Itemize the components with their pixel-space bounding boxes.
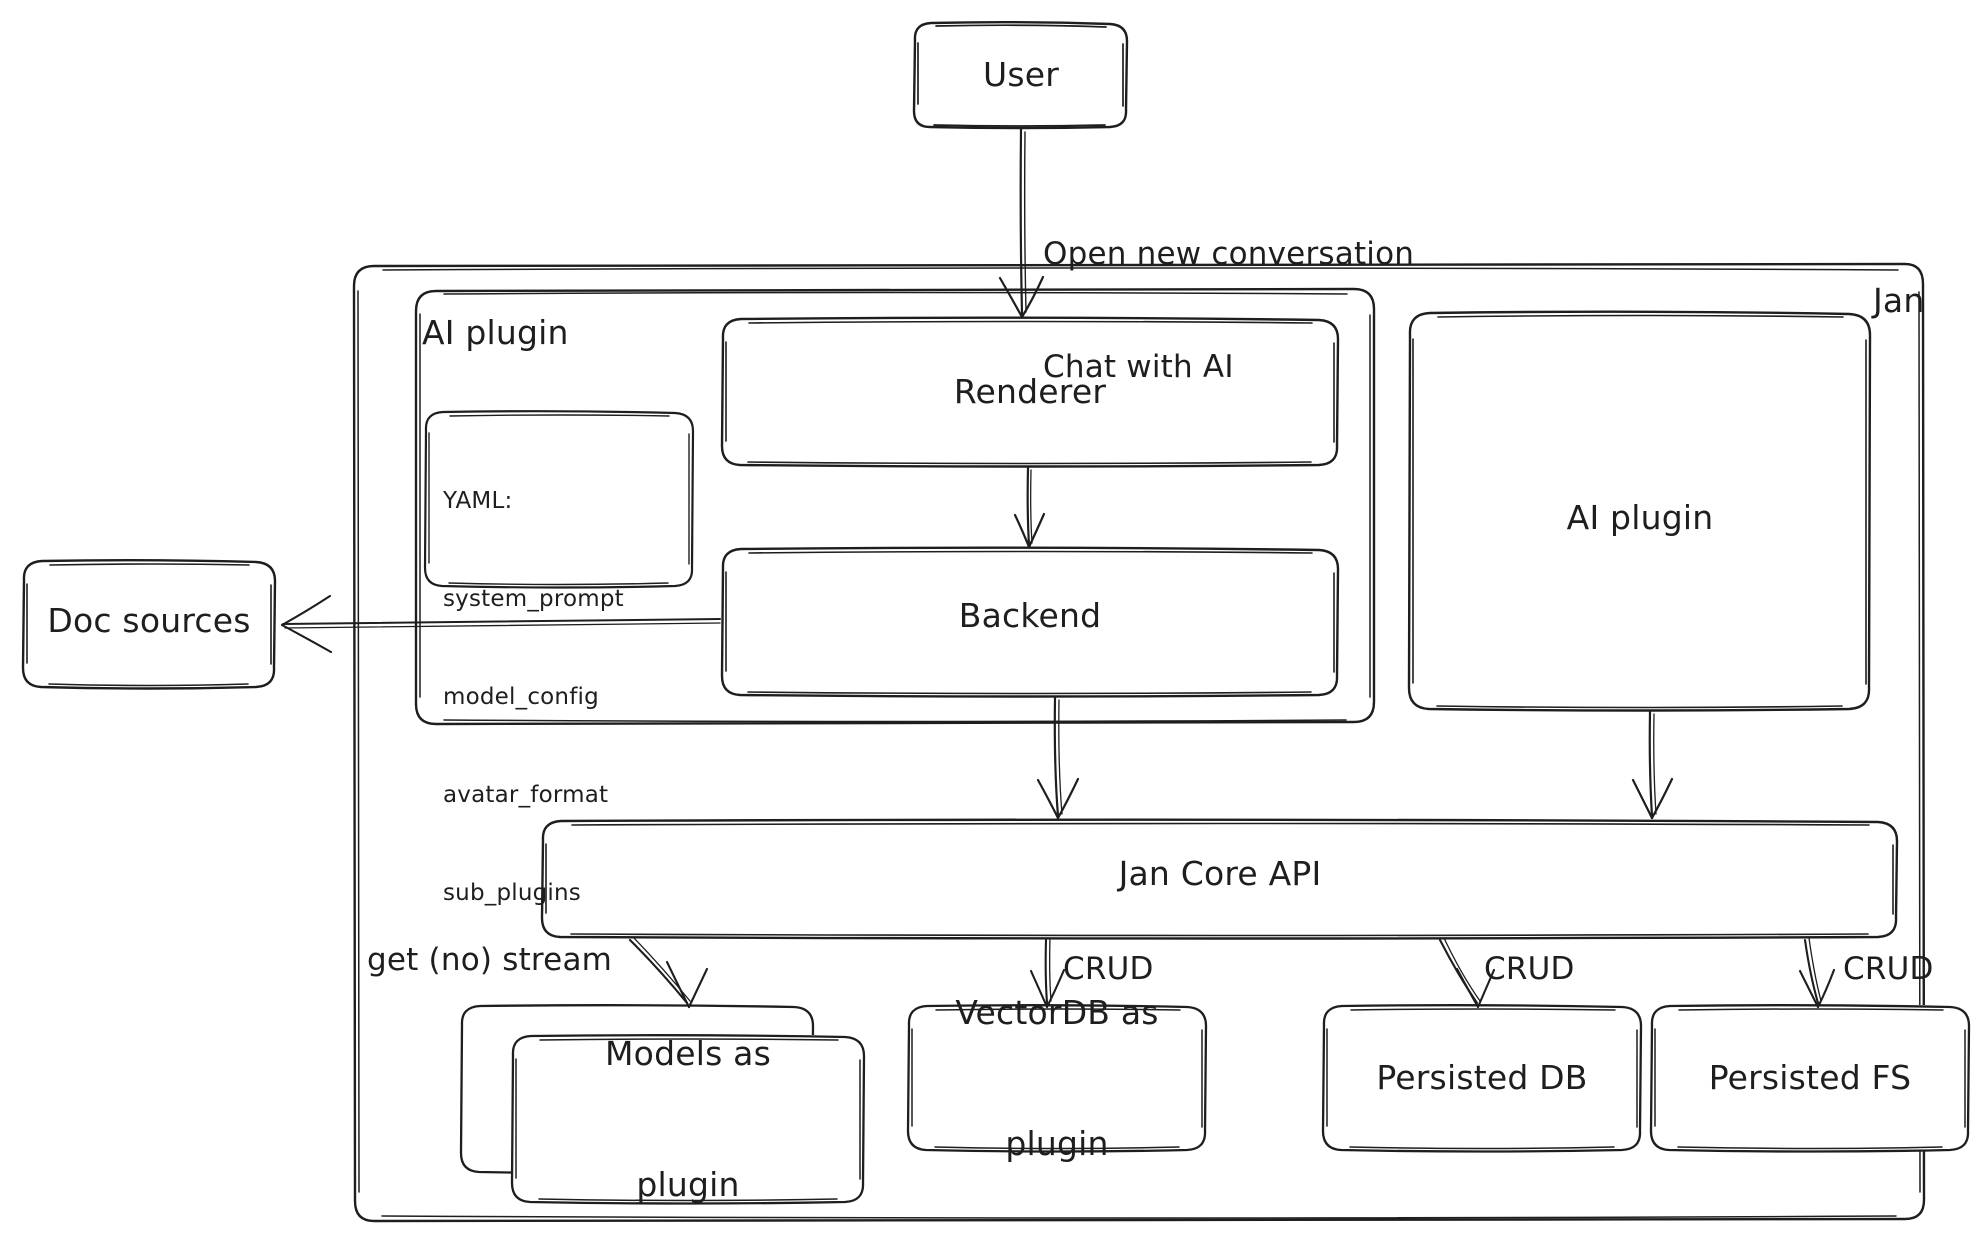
node-renderer-label: Renderer: [953, 371, 1107, 411]
node-vectordb-as-plugin-line-2: plugin: [1005, 1123, 1109, 1163]
node-jan-core-api-shape[interactable]: [540, 818, 1899, 940]
edge-renderer-to-backend: [1013, 466, 1046, 549]
node-ai-plugin-shape[interactable]: [1407, 310, 1872, 712]
edge-user-to-renderer: [998, 127, 1045, 319]
yaml-key-avatar-format: avatar_format: [443, 782, 609, 809]
edge-core-to-models: [628, 937, 709, 1009]
node-models-as-plugin-shape[interactable]: [459, 1004, 866, 1205]
node-persisted-fs-shape[interactable]: [1649, 1004, 1971, 1153]
edge-core-to-vectordb: [1029, 937, 1066, 1009]
node-models-as-plugin-line-2: plugin: [636, 1164, 740, 1204]
edge-label-core-to-persisted-db: CRUD: [1484, 951, 1575, 987]
edge-label-line-2: Chat with AI: [1043, 349, 1234, 386]
edge-label-user-to-renderer: Open new conversation Chat with AI: [1043, 160, 1414, 463]
yaml-heading: YAML:: [443, 488, 513, 515]
edge-label-core-to-vectordb: CRUD: [1063, 951, 1154, 987]
edge-label-line-1: Open new conversation: [1043, 235, 1415, 272]
yaml-key-sub-plugins: sub_plugins: [443, 880, 581, 907]
node-models-as-plugin-line-1: Models as: [605, 1033, 771, 1073]
edge-label-core-to-persisted-fs: CRUD: [1843, 951, 1934, 987]
edge-core-to-persisted-db: [1438, 937, 1496, 1009]
edge-ai-plugin-to-core: [1631, 710, 1674, 820]
node-persisted-db-label: Persisted DB: [1376, 1057, 1588, 1097]
node-doc-sources-shape[interactable]: [21, 559, 277, 690]
yaml-key-model-config: model_config: [443, 684, 599, 711]
yaml-card-shape: [423, 410, 695, 589]
node-renderer-shape[interactable]: [720, 316, 1340, 468]
node-user-shape[interactable]: [912, 21, 1129, 130]
node-ai-plugin-label: AI plugin: [1566, 497, 1714, 537]
node-vectordb-as-plugin-label: VectorDB as plugin: [955, 904, 1158, 1246]
node-backend-label: Backend: [958, 595, 1102, 635]
node-doc-sources-label: Doc sources: [47, 600, 251, 640]
node-jan-core-api-label: Jan Core API: [1118, 853, 1322, 893]
yaml-key-system-prompt: system_prompt: [443, 586, 624, 613]
edge-label-core-to-models: get (no) stream: [367, 942, 613, 978]
edge-core-to-persisted-fs: [1798, 937, 1836, 1009]
node-models-as-plugin-label: Models as plugin: [605, 945, 771, 1246]
container-jan-label: Jan: [1873, 281, 1925, 320]
yaml-card: YAML: system_prompt model_config avatar_…: [443, 420, 624, 975]
node-vectordb-as-plugin-shape[interactable]: [906, 1004, 1208, 1153]
container-ai-plugin-group-shape: [414, 287, 1376, 726]
edge-backend-to-doc-sources: [280, 594, 721, 654]
node-vectordb-as-plugin-line-1: VectorDB as: [955, 992, 1159, 1032]
container-jan-shape: [352, 262, 1926, 1223]
container-ai-plugin-group-label: AI plugin: [422, 313, 569, 352]
node-backend-shape[interactable]: [720, 546, 1340, 698]
node-persisted-fs-label: Persisted FS: [1708, 1057, 1912, 1097]
edge-backend-to-core: [1036, 696, 1080, 820]
node-persisted-db-shape[interactable]: [1321, 1004, 1643, 1153]
node-user-label: User: [982, 54, 1060, 94]
